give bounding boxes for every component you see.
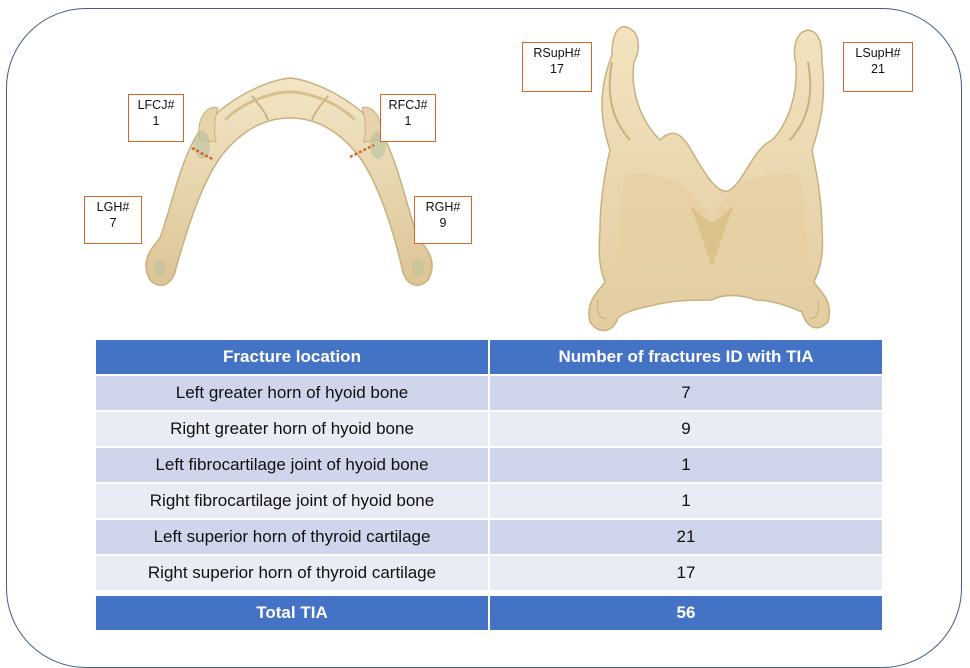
callout-code: RGH#	[419, 200, 467, 216]
row-count: 1	[489, 447, 882, 483]
callout-code: RFCJ#	[385, 98, 431, 114]
total-label: Total TIA	[96, 593, 489, 630]
table-row: Right greater horn of hyoid bone 9	[96, 411, 882, 447]
row-count: 1	[489, 483, 882, 519]
callout-rgh: RGH# 9	[414, 196, 472, 244]
callout-code: LFCJ#	[133, 98, 179, 114]
callout-count: 9	[419, 216, 467, 232]
row-location: Left fibrocartilage joint of hyoid bone	[96, 447, 489, 483]
header-fracture-location: Fracture location	[96, 340, 489, 375]
table-row: Left greater horn of hyoid bone 7	[96, 375, 882, 411]
callout-lsuph: LSupH# 21	[843, 42, 913, 92]
row-count: 9	[489, 411, 882, 447]
fracture-table: Fracture location Number of fractures ID…	[96, 340, 882, 630]
row-location: Left greater horn of hyoid bone	[96, 375, 489, 411]
callout-count: 1	[385, 114, 431, 130]
callout-count: 1	[133, 114, 179, 130]
table-header-row: Fracture location Number of fractures ID…	[96, 340, 882, 375]
row-count: 17	[489, 555, 882, 593]
table-row: Right fibrocartilage joint of hyoid bone…	[96, 483, 882, 519]
table-total-row: Total TIA 56	[96, 593, 882, 630]
header-number-of-fractures: Number of fractures ID with TIA	[489, 340, 882, 375]
row-location: Right fibrocartilage joint of hyoid bone	[96, 483, 489, 519]
table-row: Left fibrocartilage joint of hyoid bone …	[96, 447, 882, 483]
row-count: 7	[489, 375, 882, 411]
table-row: Right superior horn of thyroid cartilage…	[96, 555, 882, 593]
callout-lgh: LGH# 7	[84, 196, 142, 244]
callout-count: 21	[848, 62, 908, 78]
row-count: 21	[489, 519, 882, 555]
table-row: Left superior horn of thyroid cartilage …	[96, 519, 882, 555]
callout-count: 17	[527, 62, 587, 78]
callout-lfcj: LFCJ# 1	[128, 94, 184, 142]
row-location: Left superior horn of thyroid cartilage	[96, 519, 489, 555]
callout-code: LGH#	[89, 200, 137, 216]
callout-rsuph: RSupH# 17	[522, 42, 592, 92]
callout-rfcj: RFCJ# 1	[380, 94, 436, 142]
callout-code: LSupH#	[848, 46, 908, 62]
callout-count: 7	[89, 216, 137, 232]
callout-code: RSupH#	[527, 46, 587, 62]
row-location: Right greater horn of hyoid bone	[96, 411, 489, 447]
row-location: Right superior horn of thyroid cartilage	[96, 555, 489, 593]
total-value: 56	[489, 593, 882, 630]
